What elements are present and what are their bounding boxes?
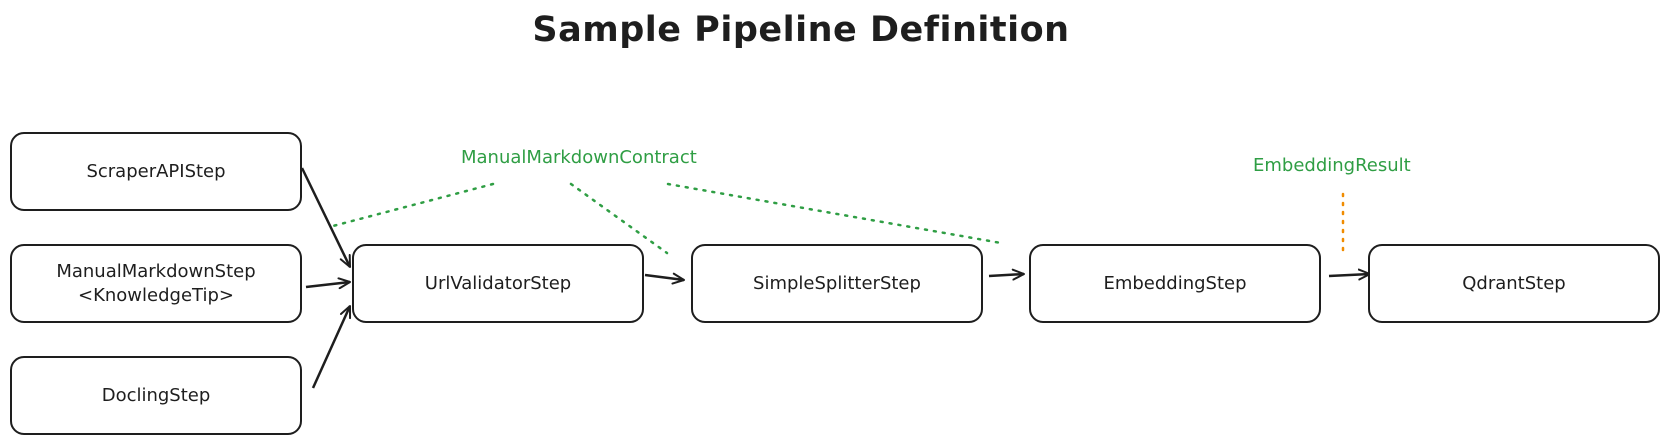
diagram-title: Sample Pipeline Definition <box>532 10 1070 50</box>
node-embedding-step: EmbeddingStep <box>1029 244 1321 323</box>
contract-label-manual-markdown: ManualMarkdownContract <box>461 147 697 168</box>
arrow-manualmarkdown-to-urlvalidator <box>305 277 351 290</box>
node-simple-splitter-step: SimpleSplitterStep <box>691 244 983 323</box>
arrow-simplesplitter-to-embedding <box>988 268 1025 281</box>
node-manual-markdown-step: ManualMarkdownStep <KnowledgeTip> <box>10 244 302 323</box>
node-scraper-api-step: ScraperAPIStep <box>10 132 302 211</box>
arrow-scraper-to-urlvalidator <box>300 167 352 268</box>
arrow-urlvalidator-to-simplesplitter <box>644 272 685 285</box>
contract-connector-embedding <box>666 182 1003 245</box>
arrow-embedding-to-qdrant <box>1328 268 1371 281</box>
arrow-docling-to-urlvalidator <box>311 305 352 389</box>
contract-connector-simplesplitter <box>569 182 669 255</box>
contract-connector-urlvalidator <box>331 182 495 228</box>
node-url-validator-step: UrlValidatorStep <box>352 244 644 323</box>
contract-label-embedding-result: EmbeddingResult <box>1253 155 1411 176</box>
node-docling-step: DoclingStep <box>10 356 302 435</box>
node-qdrant-step: QdrantStep <box>1368 244 1660 323</box>
